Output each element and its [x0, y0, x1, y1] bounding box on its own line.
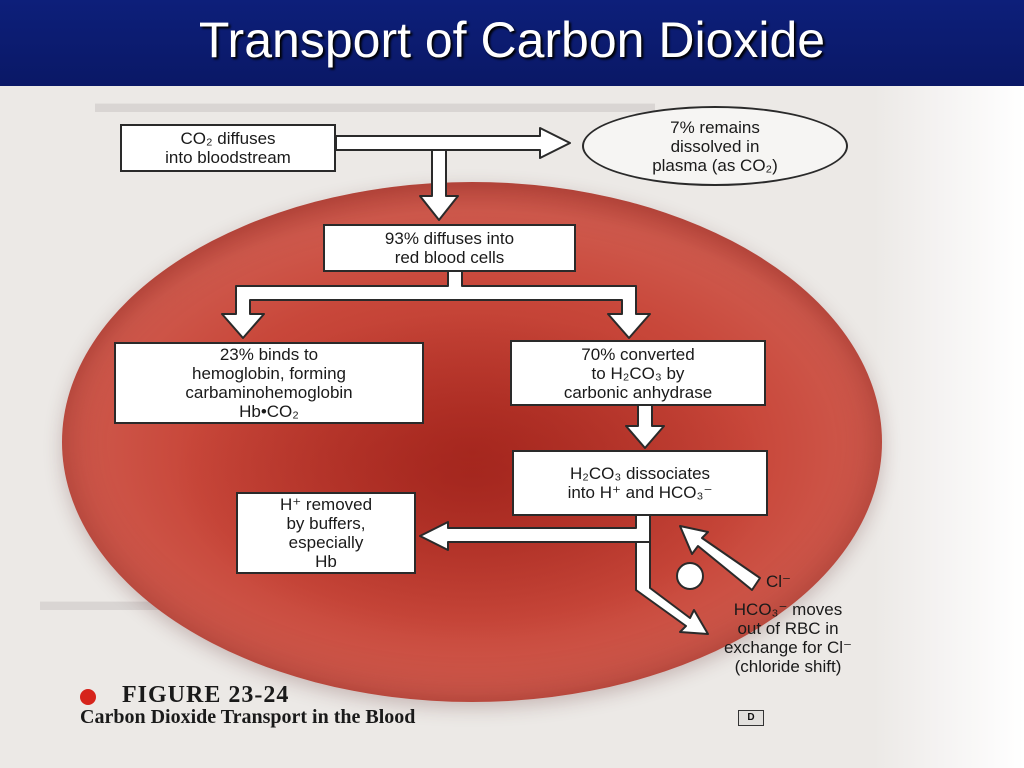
co2-diffuses-box: CO₂ diffuses into bloodstream [120, 124, 336, 172]
remains-plasma-line2: dissolved in [670, 136, 760, 156]
co2-diffuses-line2: into bloodstream [165, 148, 291, 167]
dissociates-line2: into H⁺ and HCO₃⁻ [567, 483, 713, 502]
figure-number: FIGURE 23-24 [122, 682, 290, 708]
chloride-shift-line1: HCO₃⁻ moves [733, 600, 843, 619]
converted-box: 70% converted to H₂CO₃ by carbonic anhyd… [510, 340, 766, 406]
h-removed-line4: Hb [315, 552, 337, 571]
chloride-shift-line4: (chloride shift) [734, 657, 842, 676]
binds-hemoglobin-line1: 23% binds to [219, 345, 319, 364]
arrow-chloride-in [679, 525, 761, 591]
converted-line3: carbonic anhydrase [563, 382, 713, 402]
h-removed-line2: by buffers, [286, 514, 366, 533]
converted-line1: 70% converted [581, 344, 695, 364]
diffuses-rbc-line2: red blood cells [394, 248, 505, 267]
diffuses-rbc-line1: 93% diffuses into [384, 229, 515, 248]
arrow-to-h-removed [419, 513, 651, 551]
caption-bullet [80, 689, 96, 705]
figure-area: ▬▬▬▬▬▬▬▬▬▬▬▬▬▬▬▬▬▬▬▬ ▬▬▬▬▬▬▬▬▬▬▬▬▬▬▬▬▬▬▬… [0, 86, 1024, 768]
arrow-branch-split [221, 269, 651, 339]
figure-badge: D [738, 710, 764, 726]
h-removed-line3: especially [288, 533, 364, 552]
diffuses-rbc-box: 93% diffuses into red blood cells [323, 224, 576, 272]
slide-title: Transport of Carbon Dioxide [198, 12, 826, 68]
exchanger-protein-icon [676, 562, 704, 590]
chloride-shift-line2: out of RBC in [737, 619, 839, 638]
remains-plasma-line3: plasma (as CO₂) [652, 155, 778, 175]
dissociates-line1: H₂CO₃ dissociates [569, 464, 711, 483]
flow-arrows [221, 127, 761, 635]
arrow-to-plasma [335, 127, 571, 159]
arrow-to-rbc [419, 149, 459, 221]
binds-hemoglobin-line3: carbaminohemoglobin [185, 383, 353, 402]
arrow-to-chloride-shift [635, 541, 709, 635]
title-bar: Transport of Carbon Dioxide [0, 0, 1024, 86]
remains-plasma-line1: 7% remains [670, 117, 760, 137]
page-edge [874, 86, 1024, 768]
dissociates-box: H₂CO₃ dissociates into H⁺ and HCO₃⁻ [512, 450, 768, 516]
binds-hemoglobin-line4: Hb•CO₂ [239, 402, 299, 421]
binds-hemoglobin-box: 23% binds to hemoglobin, forming carbami… [114, 342, 424, 424]
arrow-to-dissociates [625, 401, 665, 449]
remains-plasma-ellipse: 7% remains dissolved in plasma (as CO₂) [582, 106, 848, 186]
converted-line2: to H₂CO₃ by [591, 363, 685, 383]
figure-title: Carbon Dioxide Transport in the Blood [80, 706, 416, 728]
co2-diffuses-line1: CO₂ diffuses [180, 129, 276, 148]
h-removed-box: H⁺ removed by buffers, especially Hb [236, 492, 416, 574]
chloride-shift-line3: exchange for Cl⁻ [723, 638, 853, 657]
chloride-ion-label: Cl⁻ [766, 572, 792, 591]
binds-hemoglobin-line2: hemoglobin, forming [191, 364, 347, 383]
h-removed-line1: H⁺ removed [279, 495, 373, 514]
chloride-shift-text: HCO₃⁻ moves out of RBC in exchange for C… [690, 600, 886, 676]
